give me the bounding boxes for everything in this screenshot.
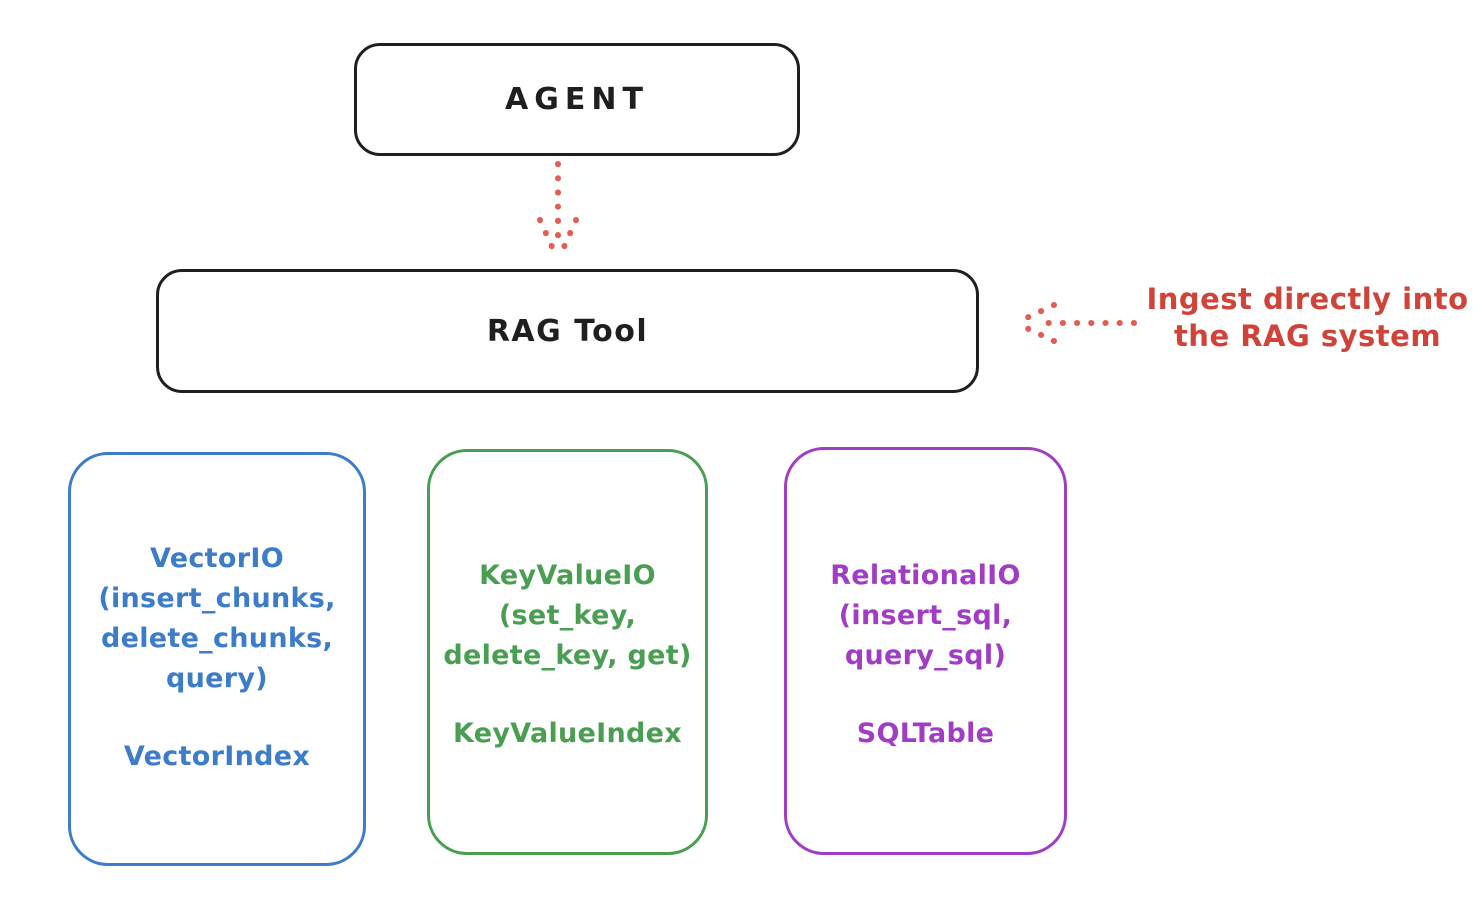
keyvalue-io-line: KeyValueIO xyxy=(479,560,656,591)
vector-io-line: query) xyxy=(166,663,268,694)
keyvalue-io-box: KeyValueIO (set_key, delete_key, get) Ke… xyxy=(427,449,708,855)
relational-io-line: (insert_sql, xyxy=(838,600,1013,631)
rag-tool-box: RAG Tool xyxy=(156,269,979,393)
keyvalue-io-line: (set_key, xyxy=(498,600,637,631)
vector-io-line: delete_chunks, xyxy=(100,623,334,654)
relational-io-box: RelationalIO (insert_sql, query_sql) SQL… xyxy=(784,447,1067,855)
rag-tool-label: RAG Tool xyxy=(486,313,649,349)
ingest-annotation-line1: Ingest directly into xyxy=(1146,282,1469,316)
vector-index-label: VectorIndex xyxy=(123,741,311,772)
relational-io-line: RelationalIO xyxy=(830,560,1021,591)
ingest-annotation-line2: the RAG system xyxy=(1173,319,1442,353)
dotted-arrow-agent-to-rag xyxy=(537,161,579,261)
relational-io-line: query_sql) xyxy=(844,640,1007,671)
agent-label: AGENT xyxy=(505,82,649,117)
vector-io-line: VectorIO xyxy=(150,543,284,574)
vector-io-line: (insert_chunks, xyxy=(98,583,336,614)
keyvalue-index-label: KeyValueIndex xyxy=(452,718,682,749)
vector-io-box: VectorIO (insert_chunks, delete_chunks, … xyxy=(68,452,366,866)
keyvalue-io-line: delete_key, get) xyxy=(443,640,692,671)
agent-box: AGENT xyxy=(354,43,800,156)
sql-table-label: SQLTable xyxy=(856,718,995,749)
dotted-arrow-ingest-to-rag xyxy=(1015,302,1137,344)
ingest-annotation: Ingest directly into the RAG system xyxy=(1135,281,1480,355)
